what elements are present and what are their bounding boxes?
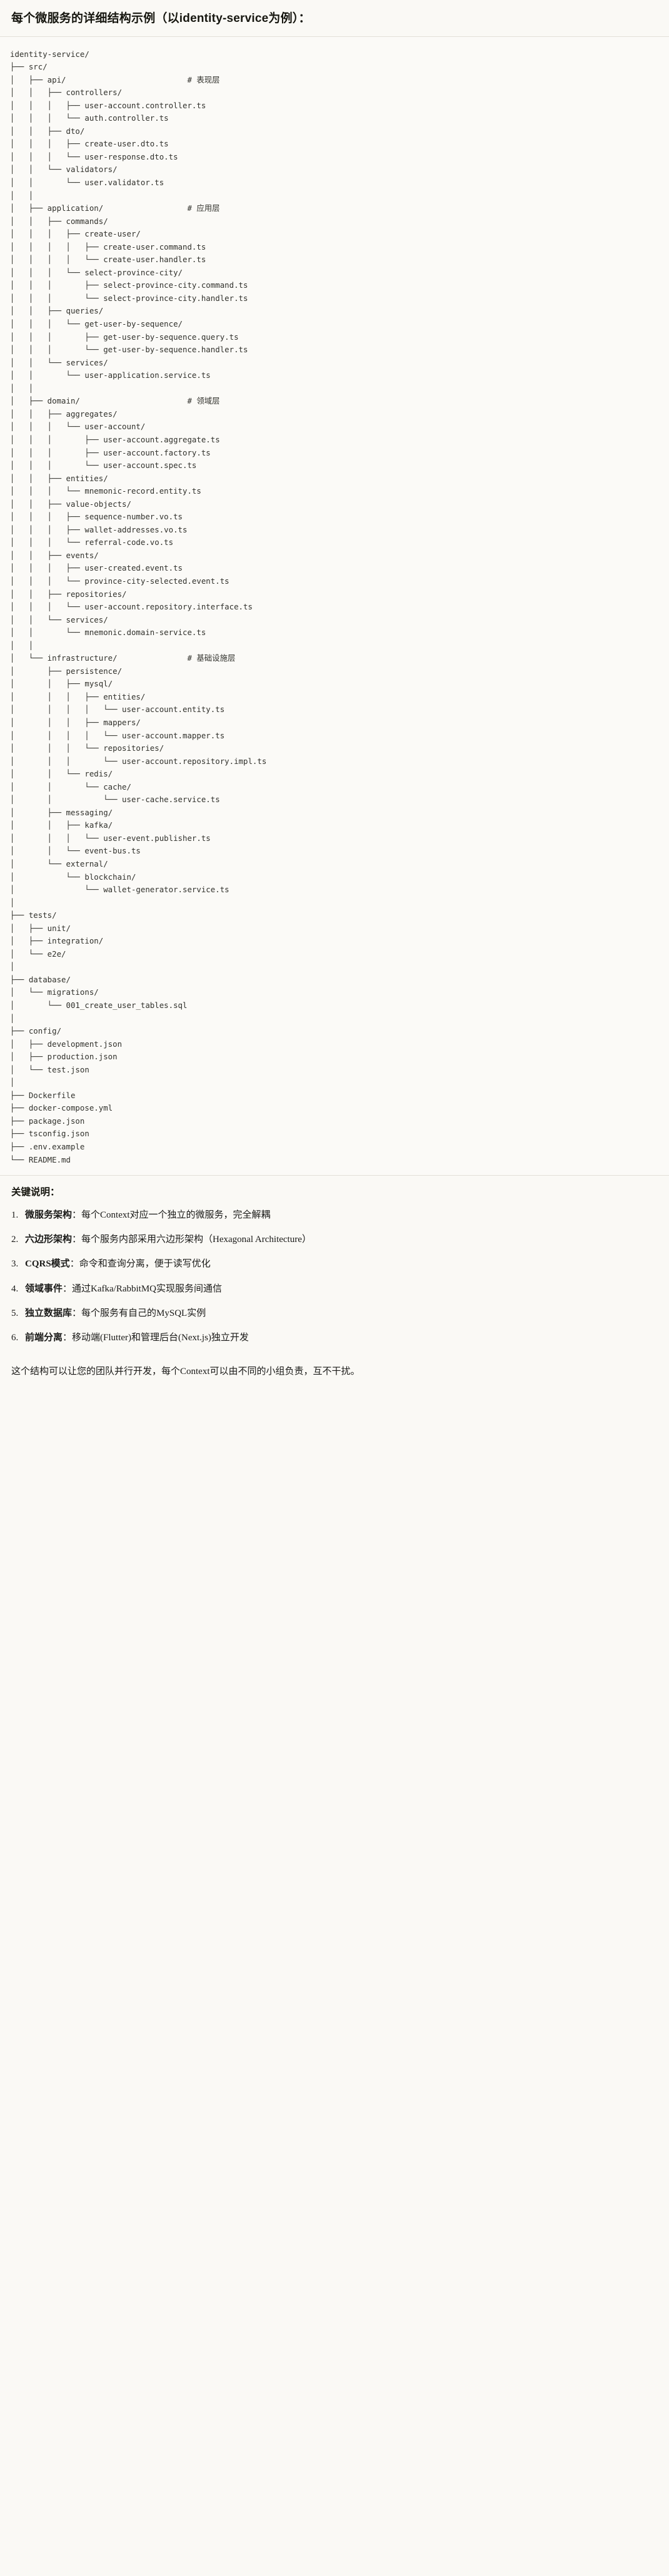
key-point-term: CQRS模式 [25, 1259, 70, 1270]
title-divider [0, 36, 669, 37]
key-point-term: 独立数据库 [25, 1308, 73, 1318]
list-item: 独立数据库：每个服务有自己的MySQL实例 [11, 1306, 658, 1321]
tree-bottom-divider [0, 1175, 669, 1176]
directory-tree: identity-service/ ├── src/ │ ├── api/ # … [10, 49, 267, 1164]
key-point-desc: ：命令和查询分离，便于读写优化 [69, 1259, 211, 1270]
page-title: 每个微服务的详细结构示例（以identity-service为例）： [11, 12, 311, 25]
key-point-desc: ：每个服务内部采用六边形架构（Hexagonal Architecture） [72, 1235, 311, 1245]
key-points-section: 关键说明： 微服务架构：每个Context对应一个独立的微服务，完全解耦 六边形… [0, 1176, 669, 1362]
list-item: CQRS模式：命令和查询分离，便于读写优化 [11, 1257, 658, 1272]
key-point-term: 前端分离 [25, 1333, 63, 1343]
directory-tree-block: identity-service/ ├── src/ │ ├── api/ # … [0, 36, 669, 1176]
list-item: 领域事件：通过Kafka/RabbitMQ实现服务间通信 [11, 1282, 658, 1297]
list-item: 六边形架构：每个服务内部采用六边形架构（Hexagonal Architectu… [11, 1233, 658, 1248]
key-point-term: 六边形架构 [25, 1235, 73, 1245]
list-item: 前端分离：移动端(Flutter)和管理后台(Next.js)独立开发 [11, 1331, 658, 1346]
key-point-term: 微服务架构 [25, 1209, 73, 1220]
key-point-desc: ：通过Kafka/RabbitMQ实现服务间通信 [63, 1283, 222, 1294]
key-points-list: 微服务架构：每个Context对应一个独立的微服务，完全解耦 六边形架构：每个服… [11, 1208, 658, 1346]
closing-note: 这个结构可以让您的团队并行开发，每个Context可以由不同的小组负责，互不干扰… [11, 1367, 360, 1377]
list-item: 微服务架构：每个Context对应一个独立的微服务，完全解耦 [11, 1208, 658, 1223]
document-page: 每个微服务的详细结构示例（以identity-service为例）： ident… [0, 0, 669, 1392]
key-point-desc: ：每个服务有自己的MySQL实例 [72, 1308, 206, 1318]
key-point-term: 领域事件 [25, 1283, 63, 1294]
key-points-heading: 关键说明： [11, 1187, 60, 1198]
key-point-desc: ：移动端(Flutter)和管理后台(Next.js)独立开发 [63, 1333, 249, 1343]
key-point-desc: ：每个Context对应一个独立的微服务，完全解耦 [72, 1209, 271, 1220]
